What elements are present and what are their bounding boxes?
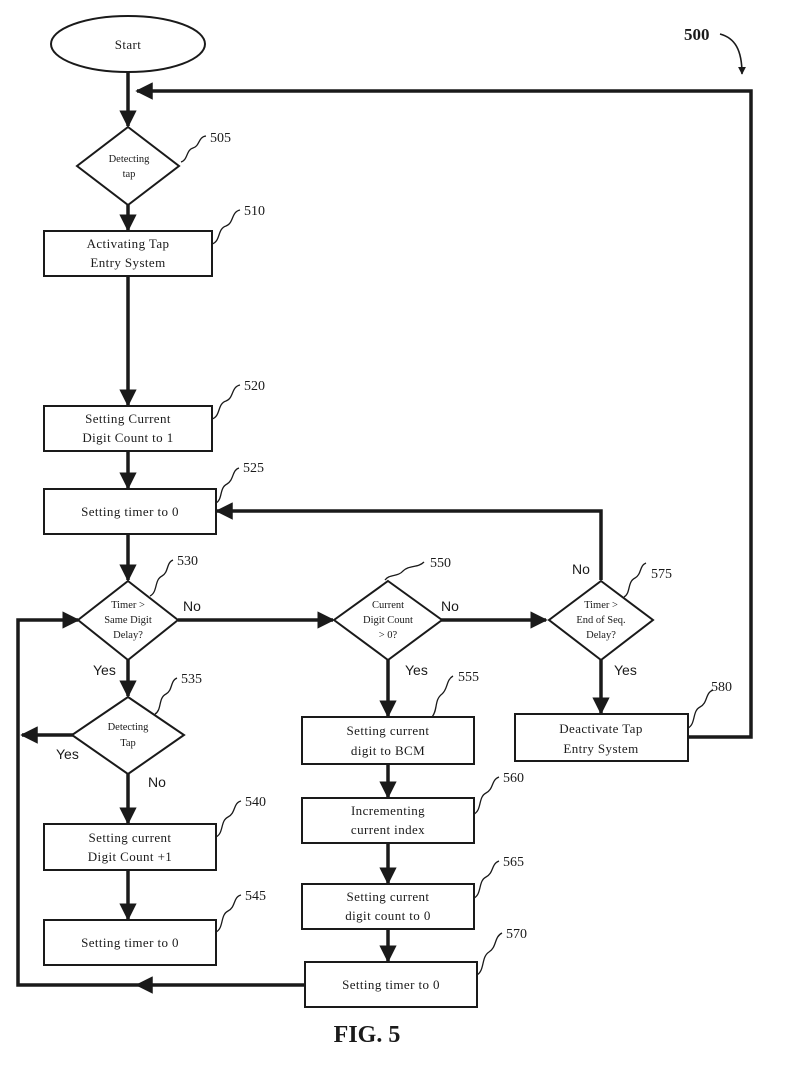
ref-575: 575	[651, 567, 672, 582]
process-580-line-2: Entry System	[563, 741, 638, 756]
leader-550	[384, 561, 425, 581]
process-545-shape	[43, 919, 217, 966]
process-520-shape	[43, 405, 213, 452]
decision-575-line-1: Timer >	[584, 600, 618, 611]
leader-505	[180, 135, 207, 163]
decision-530-line-1: Timer >	[111, 600, 145, 611]
leader-530	[149, 559, 174, 597]
ref-550: 550	[430, 556, 451, 571]
decision-575-line-3: Delay?	[586, 630, 616, 641]
leader-560	[473, 776, 500, 815]
decision-575-line-2: End of Seq.	[576, 615, 625, 626]
process-540-shape	[43, 823, 217, 871]
ref-540: 540	[245, 795, 266, 810]
process-510-line-1: Activating Tap	[87, 236, 170, 251]
shapes	[43, 15, 689, 1008]
branch-labels: No Yes Yes No No Yes No Yes	[56, 561, 637, 790]
process-520-line-2: Digit Count to 1	[82, 430, 173, 445]
ref-535: 535	[181, 672, 202, 687]
decision-505-line-2: tap	[123, 169, 136, 180]
reference-numerals: 505 510 520 525 530 535 540 545 550 555 …	[149, 25, 746, 976]
process-555-line-1: Setting current	[347, 723, 430, 738]
process-560-line-2: current index	[351, 822, 425, 837]
figure-caption: FIG. 5	[334, 1022, 401, 1048]
process-510-shape	[43, 230, 213, 277]
decision-550-line-1: Current	[372, 600, 404, 611]
process-540-line-2: Digit Count +1	[88, 849, 172, 864]
node-labels: Start Detecting tap Activating Tap Entry…	[81, 37, 643, 992]
ref-565: 565	[503, 855, 524, 870]
process-510-line-2: Entry System	[90, 255, 165, 270]
process-580-line-1: Deactivate Tap	[559, 721, 643, 736]
process-560-shape	[301, 797, 475, 844]
leader-575	[623, 562, 647, 598]
decision-535-line-1: Detecting	[108, 722, 150, 733]
process-545-line-1: Setting timer to 0	[81, 935, 179, 950]
leader-540	[215, 800, 242, 838]
process-565-line-2: digit count to 0	[345, 908, 430, 923]
leader-525	[215, 467, 240, 504]
decision-550-shape	[332, 579, 444, 662]
ref-525: 525	[243, 461, 264, 476]
branch-535-no: No	[148, 774, 166, 790]
decision-505-line-1: Detecting	[109, 154, 151, 165]
branch-575-no: No	[572, 561, 590, 577]
leader-500	[719, 33, 746, 75]
ref-505: 505	[210, 131, 231, 146]
process-565-shape	[301, 883, 475, 930]
ref-555: 555	[458, 670, 479, 685]
process-560-line-1: Incrementing	[351, 803, 425, 818]
process-580-shape	[514, 713, 689, 762]
ref-545: 545	[245, 889, 266, 904]
decision-550-line-2: Digit Count	[363, 615, 413, 626]
decision-530-shape	[76, 579, 180, 662]
decision-575-shape	[547, 579, 655, 662]
decision-550-line-3: > 0?	[379, 630, 398, 641]
ref-510: 510	[244, 204, 265, 219]
leader-565	[473, 860, 500, 899]
decision-505-shape	[75, 125, 181, 207]
ref-570: 570	[506, 927, 527, 942]
leader-570	[476, 932, 503, 976]
leader-545	[215, 894, 242, 933]
process-540-line-1: Setting current	[89, 830, 172, 845]
process-555-line-2: digit to BCM	[351, 743, 425, 758]
process-565-line-1: Setting current	[347, 889, 430, 904]
leader-580	[687, 689, 714, 729]
decision-530-line-3: Delay?	[113, 630, 143, 641]
process-525-line-1: Setting timer to 0	[81, 504, 179, 519]
branch-535-yes: Yes	[56, 746, 79, 762]
process-525-shape	[43, 488, 217, 535]
ref-500: 500	[684, 25, 710, 44]
branch-575-yes: Yes	[614, 662, 637, 678]
arrow-575-no-to-525	[215, 502, 603, 580]
decision-535-shape	[70, 695, 186, 776]
ref-580: 580	[711, 680, 732, 695]
process-555-shape	[301, 716, 475, 765]
connectors	[16, 72, 753, 994]
branch-550-yes: Yes	[405, 662, 428, 678]
branch-550-no: No	[441, 598, 459, 614]
arrow-580-return-to-top	[135, 82, 753, 739]
loop-return-line	[16, 611, 137, 987]
decision-530-line-2: Same Digit	[104, 615, 152, 626]
leader-535	[154, 677, 178, 715]
start-terminal	[50, 15, 206, 73]
leader-510	[211, 209, 241, 245]
process-570-shape	[304, 961, 478, 1008]
start-label: Start	[115, 37, 142, 52]
leader-520	[211, 384, 241, 420]
ref-520: 520	[244, 379, 265, 394]
process-520-line-1: Setting Current	[85, 411, 171, 426]
branch-530-yes: Yes	[93, 662, 116, 678]
ref-560: 560	[503, 771, 524, 786]
leader-555	[431, 675, 454, 718]
decision-535-line-2: Tap	[120, 738, 136, 749]
process-570-line-1: Setting timer to 0	[342, 977, 440, 992]
ref-530: 530	[177, 554, 198, 569]
branch-530-no: No	[183, 598, 201, 614]
